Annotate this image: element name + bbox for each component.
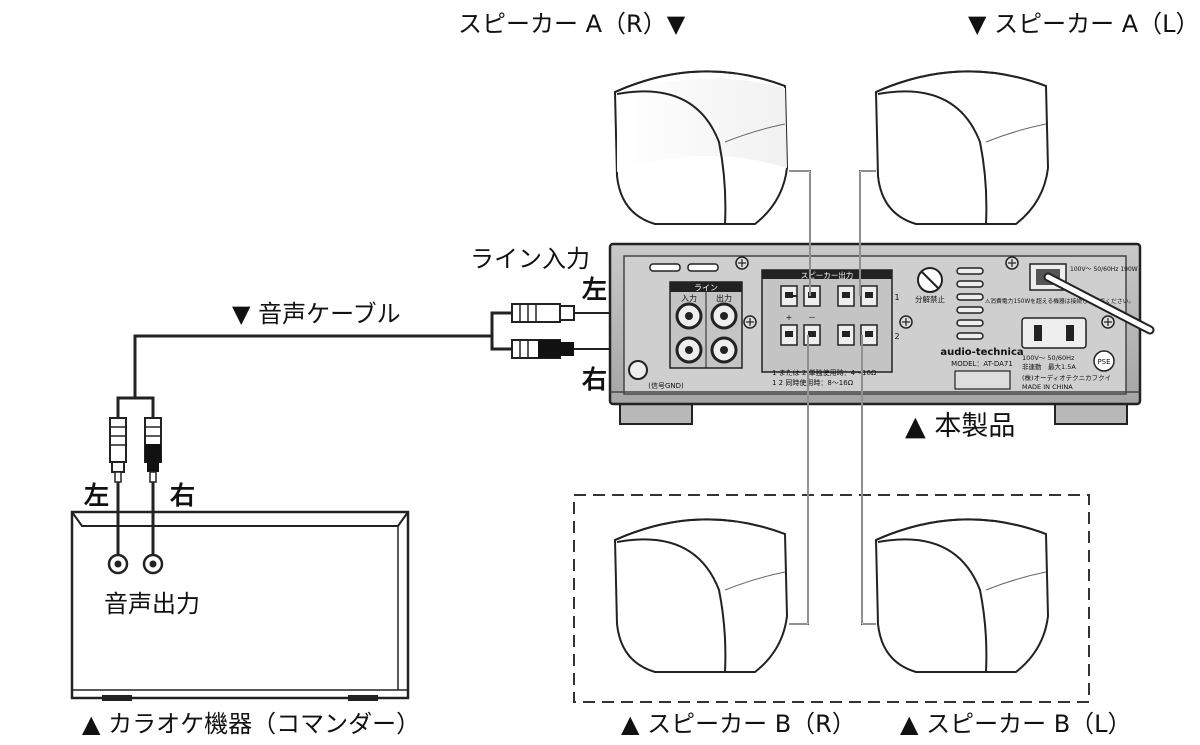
gnd-terminal[interactable] [628,360,648,380]
outlet-spec-2: 非連動 最大1.5A [1022,362,1076,371]
line-in-left-jack[interactable] [675,302,703,330]
line-out-right-jack[interactable] [710,336,738,364]
ac-outlet[interactable] [1021,317,1087,349]
line-input-caption: ライン入力 [470,245,590,273]
speaker-b-left [874,518,1050,673]
speaker-a-left-label: ▼ スピーカー A（L） [968,10,1200,38]
line-in-right-jack[interactable] [675,336,703,364]
audio-cable[interactable] [116,311,512,555]
karaoke-device [70,510,410,701]
terminal-row-1: 1 [894,293,899,302]
terminal-plus-label: + [786,313,793,322]
origin-label: MADE IN CHINA [1022,383,1073,391]
speaker-b-left-label: ▲ スピーカー B（L） [900,710,1132,738]
line-input-label: 入力 [681,293,697,303]
karaoke-right-jack[interactable] [142,553,164,575]
speaker-a-right [613,70,789,225]
pse-label: PSE [1097,358,1110,366]
speaker-output-header: スピーカー出力 [801,270,854,280]
terminal-minus-label: － [808,313,816,322]
outlet-spec-1: 100V～ 50/60Hz [1022,354,1075,362]
brand-logo: audio-technica [940,347,1023,358]
speaker-b-right [613,518,789,673]
amp-left-label: 左 [582,275,608,304]
amp-right-label: 右 [582,365,608,394]
speaker-b-group-outline [573,494,1090,703]
line-panel-header: ライン [694,284,718,293]
line-output-label: 出力 [716,293,732,303]
vent-slots [956,267,984,340]
speaker-a-right-label: スピーカー A（R）▼ [458,10,686,38]
power-rating: 100V～ 50/60Hz 190W [1070,266,1138,273]
amp-left-plug[interactable] [511,303,632,323]
audio-cable-label: ▼ 音声ケーブル [232,300,401,328]
model-label: MODEL：AT-DA71 [951,360,1013,368]
karaoke-left-jack[interactable] [107,553,129,575]
karaoke-left-plug[interactable] [109,417,127,483]
karaoke-caption: ▲ カラオケ機器（コマンダー） [82,710,421,738]
pse-mark [1093,350,1115,372]
karaoke-right-plug[interactable] [144,417,162,483]
impedance-note-2: 1 2 同時使用時：8～16Ω [772,378,854,387]
gnd-label: (信号GND) [648,381,684,390]
karaoke-audio-out-label: 音声出力 [104,590,200,618]
terminal-row-2: 2 [894,332,899,341]
outlet-warning: ⚠消費電力150Wを超える機器は接続しないでください。 [985,297,1134,305]
serial-sticker [954,370,1011,390]
amp-caption: ▲ 本製品 [905,411,1016,442]
no-disassemble-icon [917,267,943,293]
speaker-a-left [874,70,1050,225]
impedance-note-1: 1 または 2 単独使用時：4～16Ω [772,368,877,377]
line-out-left-jack[interactable] [710,302,738,330]
amplifier: ライン 入力 出力 (信号GND) スピーカー出力 [608,242,1155,425]
speaker-b-right-label: ▲ スピーカー B（R） [621,710,856,738]
maker-label: (株)オーディオテクニカフクイ [1022,373,1111,382]
karaoke-right-label: 右 [170,481,196,510]
karaoke-left-label: 左 [84,481,110,510]
no-disassemble-label: 分解禁止 [915,294,945,304]
